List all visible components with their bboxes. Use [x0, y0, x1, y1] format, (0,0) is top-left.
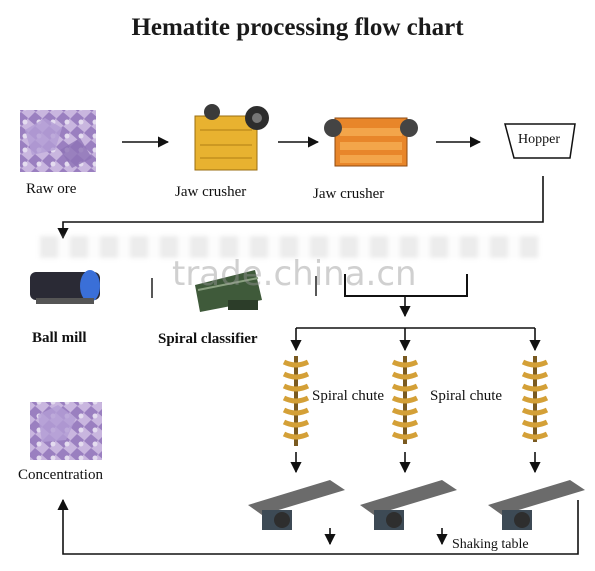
- label-jaw-crusher-2: Jaw crusher: [313, 186, 385, 202]
- spiral-chute-1-image: [282, 356, 310, 446]
- label-raw-ore: Raw ore: [26, 181, 77, 197]
- jaw-crusher-1-image: [194, 104, 269, 171]
- spiral-classifier-image: [195, 270, 262, 312]
- label-spiral-classifier: Spiral classifier: [158, 331, 258, 347]
- label-spiral-chute-2: Spiral chute: [430, 388, 503, 404]
- collector-bracket: [344, 274, 468, 297]
- hopper-shape: [504, 123, 576, 159]
- shaking-table-1-image: [248, 480, 345, 530]
- shaking-table-2-image: [360, 480, 457, 530]
- spiral-chute-3-image: [521, 356, 549, 442]
- label-hopper: Hopper: [518, 132, 560, 147]
- arrow-hopper-to-ball-mill: [57, 176, 544, 240]
- spiral-chute-2-image: [391, 356, 419, 444]
- ball-mill-image: [30, 270, 100, 304]
- raw-ore-image: [20, 110, 96, 172]
- watermark-blur-band: [40, 236, 540, 258]
- page-title: Hematite processing flow chart: [131, 14, 464, 41]
- label-spiral-chute-1: Spiral chute: [312, 388, 385, 404]
- jaw-crusher-2-image: [324, 117, 418, 167]
- label-shaking-table: Shaking table: [452, 537, 529, 552]
- label-ball-mill: Ball mill: [32, 330, 87, 346]
- shaking-table-3-image: [488, 480, 585, 530]
- label-concentration: Concentration: [18, 467, 103, 483]
- concentration-image: [30, 402, 102, 460]
- label-jaw-crusher-1: Jaw crusher: [175, 184, 247, 200]
- arrow-return-to-concentration: [57, 498, 579, 555]
- watermark: trade.china.cn: [172, 254, 417, 294]
